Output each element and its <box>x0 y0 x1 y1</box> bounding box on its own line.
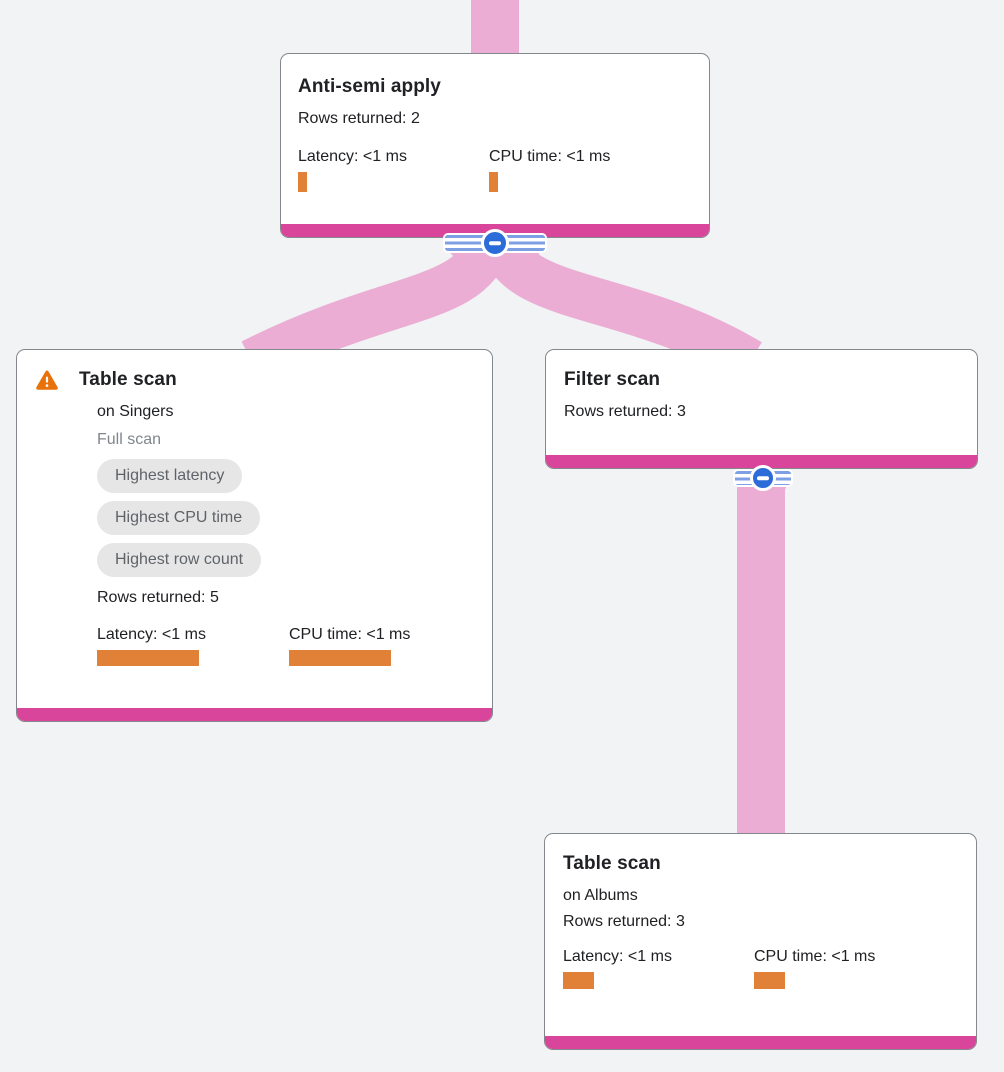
cpu-time-label: CPU time: <1 ms <box>489 148 611 165</box>
scan-target: on Albums <box>563 887 638 904</box>
scan-mode: Full scan <box>97 431 162 448</box>
flow-edge-root-to-singers <box>241 232 512 383</box>
latency-metric: Latency: <1 ms <box>563 946 754 989</box>
latency-label: Latency: <1 ms <box>97 626 206 643</box>
node-title: Anti-semi apply <box>298 76 441 97</box>
cpu-metric: CPU time: <1 ms <box>289 624 410 666</box>
badge-highest-row-count: Highest row count <box>97 543 262 577</box>
flow-edge-root-to-filter <box>478 232 762 382</box>
node-accent-bar <box>17 708 492 721</box>
latency-bar <box>298 172 307 192</box>
latency-label: Latency: <1 ms <box>298 148 407 165</box>
metrics-row: Latency: <1 ms CPU time: <1 ms <box>97 624 474 666</box>
cpu-metric: CPU time: <1 ms <box>489 146 610 192</box>
badge-row: Highest latency <box>97 459 474 493</box>
node-accent-bar <box>546 455 977 468</box>
warning-icon <box>36 370 58 390</box>
latency-metric: Latency: <1 ms <box>97 624 289 666</box>
node-title: Table scan <box>563 853 661 874</box>
cpu-time-bar <box>489 172 498 192</box>
node-filter-scan[interactable]: Filter scan Rows returned: 3 <box>545 349 978 469</box>
latency-bar <box>97 650 199 666</box>
node-title: Table scan <box>79 369 177 390</box>
badge-row: Highest CPU time <box>97 501 474 535</box>
node-accent-bar <box>545 1036 976 1049</box>
latency-bar <box>563 972 594 989</box>
badge-row: Highest row count <box>97 543 474 577</box>
cpu-time-bar <box>289 650 391 666</box>
collapse-minus-icon[interactable] <box>481 229 509 257</box>
node-anti-semi-apply[interactable]: Anti-semi apply Rows returned: 2 Latency… <box>280 53 710 238</box>
node-title: Filter scan <box>564 369 661 390</box>
cpu-metric: CPU time: <1 ms <box>754 946 875 989</box>
metrics-row: Latency: <1 ms CPU time: <1 ms <box>298 146 691 192</box>
collapse-control-filter-scan <box>733 464 793 491</box>
cpu-time-label: CPU time: <1 ms <box>754 948 876 965</box>
rows-returned: Rows returned: 2 <box>298 110 420 127</box>
metrics-row: Latency: <1 ms CPU time: <1 ms <box>563 946 958 989</box>
node-table-scan-singers[interactable]: Table scan on Singers Full scan Highest … <box>16 349 493 722</box>
badge-highest-cpu-time: Highest CPU time <box>97 501 261 535</box>
latency-label: Latency: <1 ms <box>563 948 672 965</box>
scan-target: on Singers <box>97 403 174 420</box>
collapse-control-anti-semi-apply <box>443 228 547 259</box>
node-table-scan-albums[interactable]: Table scan on Albums Rows returned: 3 La… <box>544 833 977 1050</box>
latency-metric: Latency: <1 ms <box>298 146 489 192</box>
badge-highest-latency: Highest latency <box>97 459 243 493</box>
cpu-time-bar <box>754 972 785 989</box>
rows-returned: Rows returned: 3 <box>563 913 685 930</box>
collapse-minus-icon[interactable] <box>750 465 776 491</box>
rows-returned: Rows returned: 3 <box>564 403 686 420</box>
cpu-time-label: CPU time: <1 ms <box>289 626 411 643</box>
rows-returned: Rows returned: 5 <box>97 589 219 606</box>
